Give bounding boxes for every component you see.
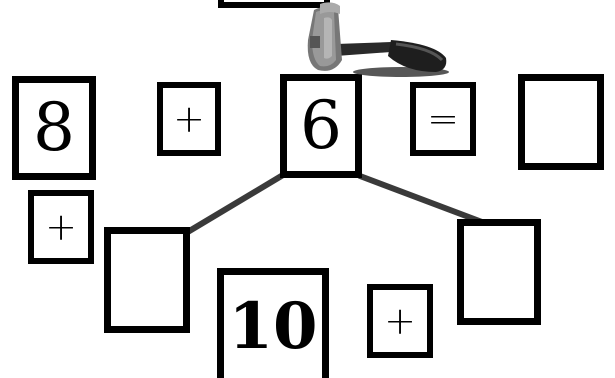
- answer-input-box[interactable]: [518, 74, 604, 170]
- split-line-left: [183, 172, 286, 236]
- plus-sign-box: +: [157, 82, 221, 156]
- left-plus-sign-box: +: [28, 190, 94, 264]
- first-number-box: 8: [12, 76, 96, 180]
- hammer-icon[interactable]: [296, 0, 456, 84]
- second-number-box: 6: [280, 74, 362, 178]
- split-left-input-box[interactable]: [104, 227, 190, 333]
- right-plus-sign-box: +: [367, 284, 433, 358]
- split-line-right: [357, 173, 485, 225]
- ten-box: 10: [217, 268, 329, 378]
- split-right-input-box[interactable]: [457, 219, 541, 325]
- equals-sign-box: =: [410, 82, 476, 156]
